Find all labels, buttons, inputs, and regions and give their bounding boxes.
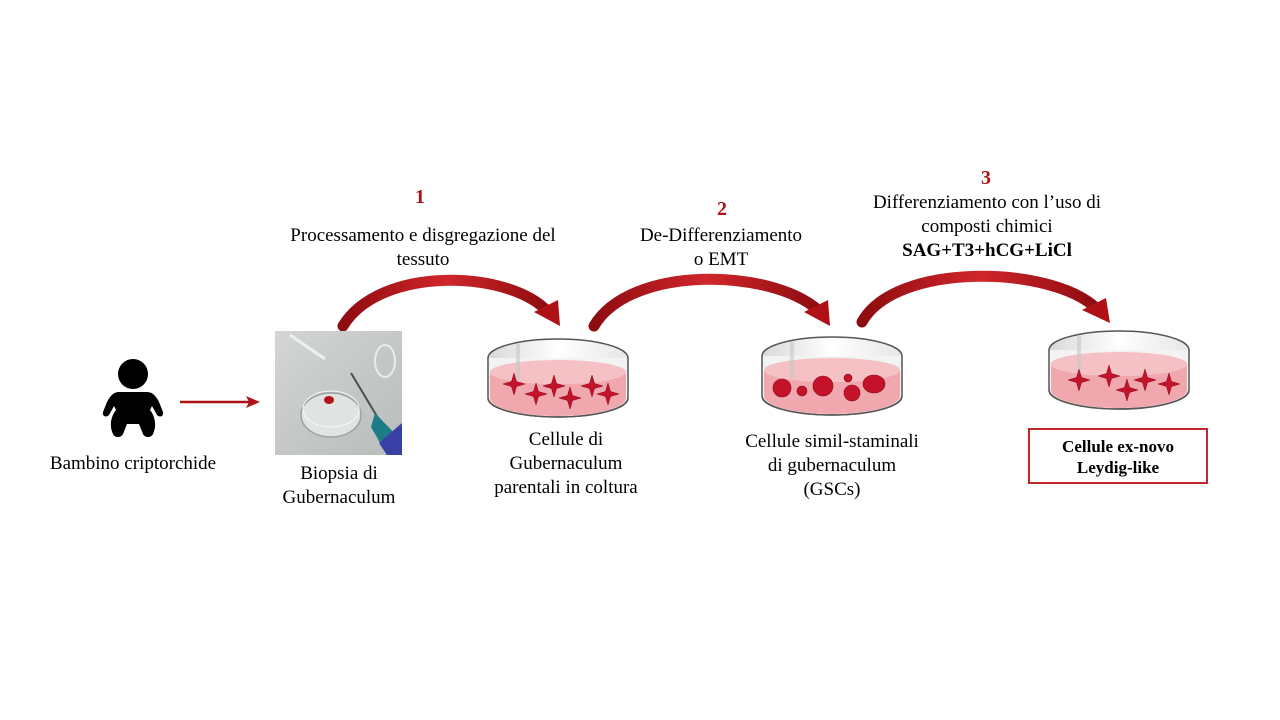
step-3-number: 3 [981, 167, 991, 189]
biopsy-label-line-2: Gubernaculum [282, 487, 396, 508]
baby-icon [102, 359, 164, 437]
curved-arrow-step-2 [588, 273, 830, 332]
step-3-caption-line-2: composti chimici [921, 216, 1053, 237]
biopsy-label-line-1: Biopsia di [300, 463, 378, 484]
curved-arrow-step-3 [856, 270, 1110, 328]
child-label-line-1: Bambino criptorchide [49, 453, 217, 474]
step-2-number: 2 [717, 198, 727, 220]
gsc-label-line-3: (GSCs) [803, 479, 861, 500]
step-3-caption-line-1: Differenziamento con l’uso di [872, 192, 1102, 213]
step-2-caption: De-Differenziamento o EMT [612, 224, 830, 272]
step-2-caption-line-1: De-Differenziamento [639, 225, 803, 246]
petri-dish-gsc [760, 335, 904, 417]
step-3-caption: Differenziamento con l’uso di composti c… [842, 191, 1132, 263]
leydig-label-line-2: Leydig-like [1076, 458, 1160, 477]
step-2-caption-line-2: o EMT [693, 249, 749, 270]
gsc-label: Cellule simil-staminali di gubernaculum … [722, 430, 942, 502]
step-3-compounds: SAG+T3+hCG+LiCl [902, 240, 1072, 261]
parental-cells-label-line-1: Cellule di [528, 429, 604, 450]
curved-arrow-step-1 [337, 274, 560, 332]
petri-dish-leydig [1047, 329, 1191, 411]
gsc-label-line-2: di gubernaculum [767, 455, 897, 476]
biopsy-label: Biopsia di Gubernaculum [254, 462, 424, 510]
step-1-caption: Processamento e disgregazione del tessut… [262, 224, 584, 272]
parental-cells-label-line-2: Gubernaculum [509, 453, 623, 474]
arrow-child-to-biopsy [180, 396, 260, 408]
gsc-label-line-1: Cellule simil-staminali [745, 431, 919, 452]
step-1-number: 1 [415, 186, 425, 208]
biopsy-photo [275, 331, 402, 455]
leydig-label-line-1: Cellule ex-novo [1062, 437, 1174, 456]
step-1-caption-line-2: tessuto [396, 249, 450, 270]
step-1-caption-line-1: Processamento e disgregazione del [290, 225, 556, 246]
leydig-result-box: Cellule ex-novo Leydig-like [1028, 428, 1208, 484]
parental-cells-label-line-3: parentali in coltura [494, 477, 638, 498]
parental-cells-label: Cellule di Gubernaculum parentali in col… [476, 428, 656, 500]
child-label: Bambino criptorchide [28, 452, 238, 476]
petri-dish-parental [486, 337, 630, 419]
